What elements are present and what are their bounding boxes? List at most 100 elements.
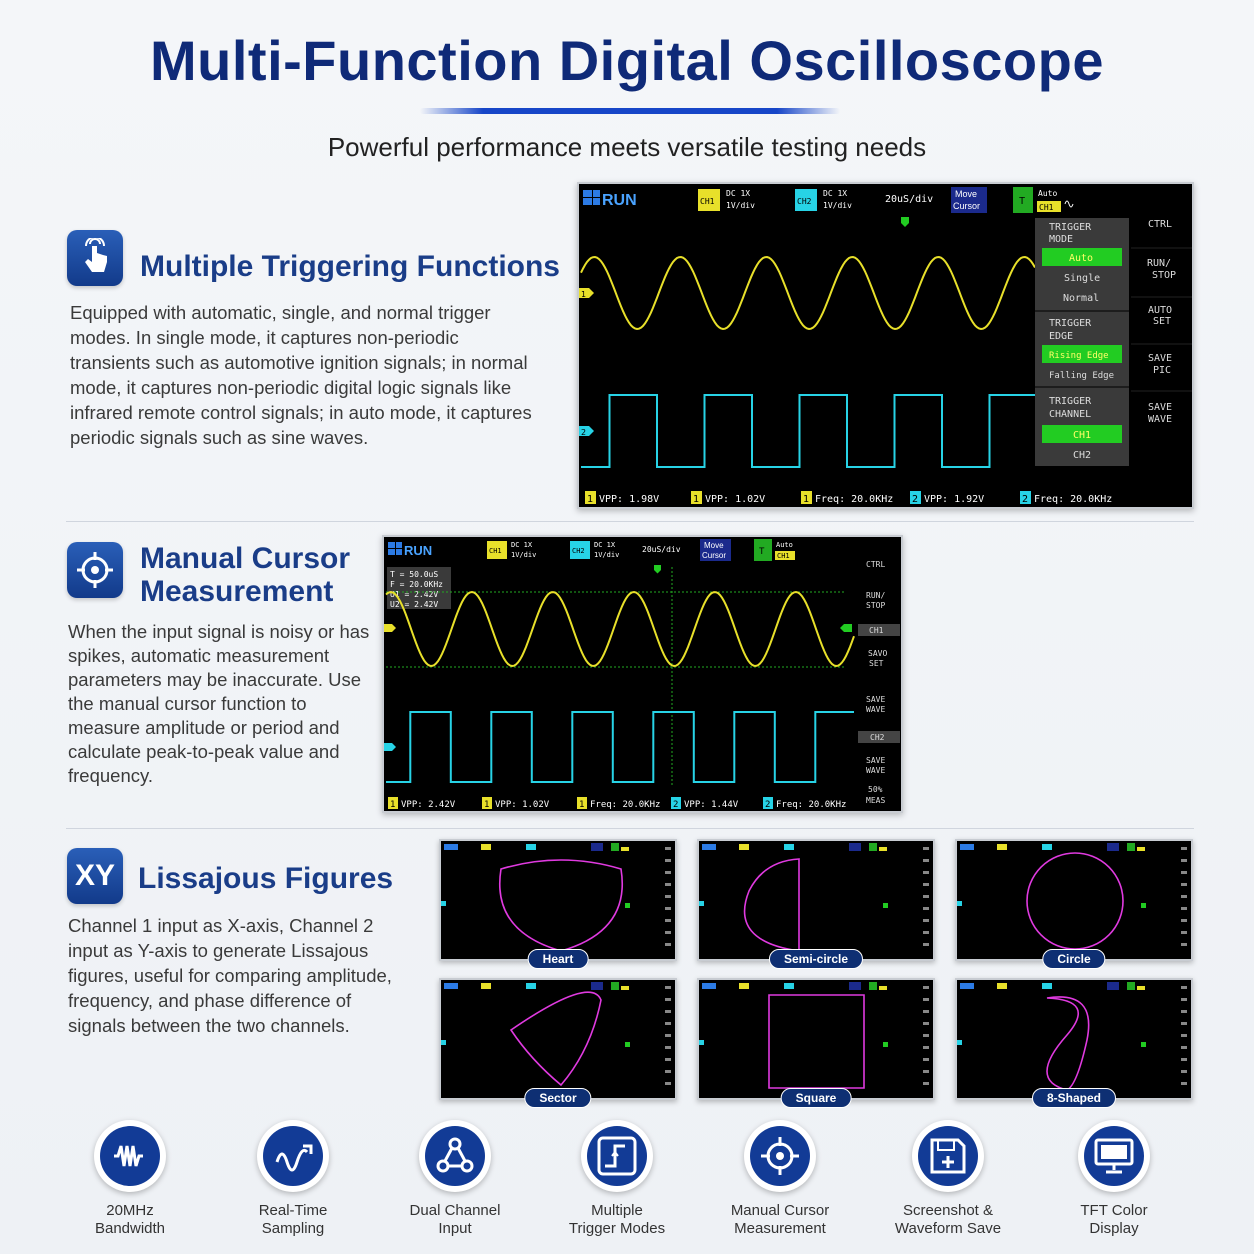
measurement-channel-tag: 1: [484, 800, 489, 810]
menu-single-option[interactable]: Single: [1064, 273, 1100, 284]
lissajous-figure-8-shaped: 8-Shaped: [955, 978, 1193, 1108]
feature-label-line2: Trigger Modes: [568, 1220, 666, 1237]
side-button-label[interactable]: RUN/: [1147, 258, 1171, 269]
feature-label-line2: Waveform Save: [894, 1220, 1002, 1237]
side-button-label[interactable]: CTRL: [1148, 219, 1172, 230]
side-button-label[interactable]: 50%: [868, 785, 883, 794]
measurement-channel-tag: 1: [579, 800, 584, 810]
measurement-value: Freq: 20.0KHz: [815, 494, 893, 505]
side-button-label[interactable]: SAVE: [866, 695, 885, 704]
trigger-channel-readout: CH1: [777, 552, 790, 560]
menu-falling-option[interactable]: Falling Edge: [1049, 371, 1114, 381]
measurement-channel-tag: 1: [587, 494, 593, 505]
section-body-trigger: Equipped with automatic, single, and nor…: [70, 302, 532, 448]
xy-icon: XY: [67, 848, 123, 904]
title-underline: [420, 108, 840, 114]
feature-label-line2: Sampling: [261, 1220, 325, 1237]
trigger-channel-title1: TRIGGER: [1049, 396, 1092, 407]
cursor-readout-line: T = 50.0uS: [390, 570, 438, 579]
ch2-coupling: DC 1X: [823, 189, 847, 198]
lissajous-trace: [499, 859, 623, 952]
measurement-channel-tag: 2: [1022, 494, 1028, 505]
feature-label-line1: Dual Channel: [409, 1202, 501, 1219]
side-button-label[interactable]: CTRL: [866, 560, 885, 569]
measurement-value: VPP: 1.98V: [599, 494, 659, 505]
ch1-tag: CH1: [489, 547, 502, 555]
measurement-value: VPP: 1.92V: [924, 494, 984, 505]
side-button-label[interactable]: STOP: [1152, 270, 1176, 281]
side-button-label[interactable]: SET: [1153, 316, 1171, 327]
side-button-label[interactable]: SET: [869, 659, 884, 668]
page-title: Multi-Function Digital Oscilloscope: [150, 29, 1104, 92]
menu-ch1-label: CH1: [1073, 430, 1091, 441]
feature-label-line2: Display: [1089, 1220, 1139, 1237]
oscilloscope-screen-trigger: RUN CH1 DC 1X 1V/div CH2 DC 1X 1V/div 20…: [577, 182, 1194, 509]
measurement-value: VPP: 1.02V: [705, 494, 765, 505]
lissajous-figure-circle: Circle: [955, 839, 1193, 969]
menu-auto-label: Auto: [1069, 253, 1093, 264]
side-button-label[interactable]: MEAS: [866, 796, 885, 805]
section-title-cursor-line1: Manual Cursor: [140, 542, 351, 575]
side-button-label[interactable]: SAVO: [868, 649, 887, 658]
waveform-icon: [94, 1120, 166, 1192]
side-button-label[interactable]: RUN/: [866, 591, 885, 600]
ch1-tag: CH1: [700, 197, 715, 206]
run-status: RUN: [404, 543, 432, 558]
ch2-tag: CH2: [797, 197, 812, 206]
lissajous-trace: [509, 991, 602, 1087]
menu-rising-option[interactable]: [1042, 345, 1122, 363]
side-button-label[interactable]: WAVE: [866, 766, 885, 775]
ch2-coupling: DC 1X: [594, 541, 616, 549]
svg-text:1: 1: [581, 290, 586, 299]
trigger-step-icon: [581, 1120, 653, 1192]
side-button-label[interactable]: WAVE: [866, 705, 885, 714]
menu-normal-option[interactable]: Normal: [1063, 293, 1099, 304]
lissajous-label: 8-Shaped: [1031, 1088, 1117, 1108]
side-button-label[interactable]: SAVE: [1148, 353, 1172, 364]
timebase: 20uS/div: [885, 194, 933, 205]
side-button-label[interactable]: SAVE: [866, 756, 885, 765]
side-button-label[interactable]: WAVE: [1148, 414, 1172, 425]
ch2-scale: 1V/div: [823, 201, 852, 210]
side-button-label[interactable]: PIC: [1153, 365, 1171, 376]
trigger-mode-title2: MODE: [1049, 234, 1073, 245]
crosshair-icon: [67, 542, 123, 598]
ch1-sine-trace: [385, 590, 855, 668]
feature-label: Screenshot &Waveform Save: [868, 1202, 1028, 1238]
feature-label-line2: Measurement: [734, 1220, 826, 1237]
cursor-readout-line: U1 = 2.42V: [390, 590, 438, 599]
section-title-cursor-line2: Measurement: [140, 575, 334, 608]
menu-ch2-option[interactable]: CH2: [1073, 450, 1091, 461]
menu-ch1-option[interactable]: [1042, 425, 1122, 443]
side-button-label[interactable]: AUTO: [1148, 305, 1172, 316]
feature-label-line1: Screenshot &: [902, 1202, 994, 1219]
menu-auto-option[interactable]: [1042, 248, 1122, 266]
side-button-label[interactable]: CH2: [870, 733, 885, 742]
side-button-label[interactable]: CH1: [869, 626, 884, 635]
run-status: RUN: [602, 192, 637, 209]
lissajous-label: Heart: [527, 949, 589, 969]
feature-label-line2: Input: [438, 1220, 472, 1237]
trigger-edge-title2: EDGE: [1049, 331, 1073, 342]
crosshair-icon: [744, 1120, 816, 1192]
trigger-mode-title1: TRIGGER: [1049, 222, 1092, 233]
ch2-square-trace: [386, 711, 854, 783]
cursor-readout-line: U2 = 2.42V: [390, 600, 438, 609]
measurement-channel-tag: 2: [765, 800, 770, 810]
side-button-label[interactable]: SAVE: [1148, 402, 1172, 413]
page-subtitle: Powerful performance meets versatile tes…: [327, 132, 927, 162]
trigger-tag: T: [1019, 196, 1025, 207]
trigger-tag: T: [759, 546, 765, 556]
ch2-square-trace: [581, 394, 1035, 468]
pointer-hand-icon: [67, 230, 123, 286]
side-button-label[interactable]: STOP: [866, 601, 885, 610]
ch1-coupling: DC 1X: [726, 189, 750, 198]
